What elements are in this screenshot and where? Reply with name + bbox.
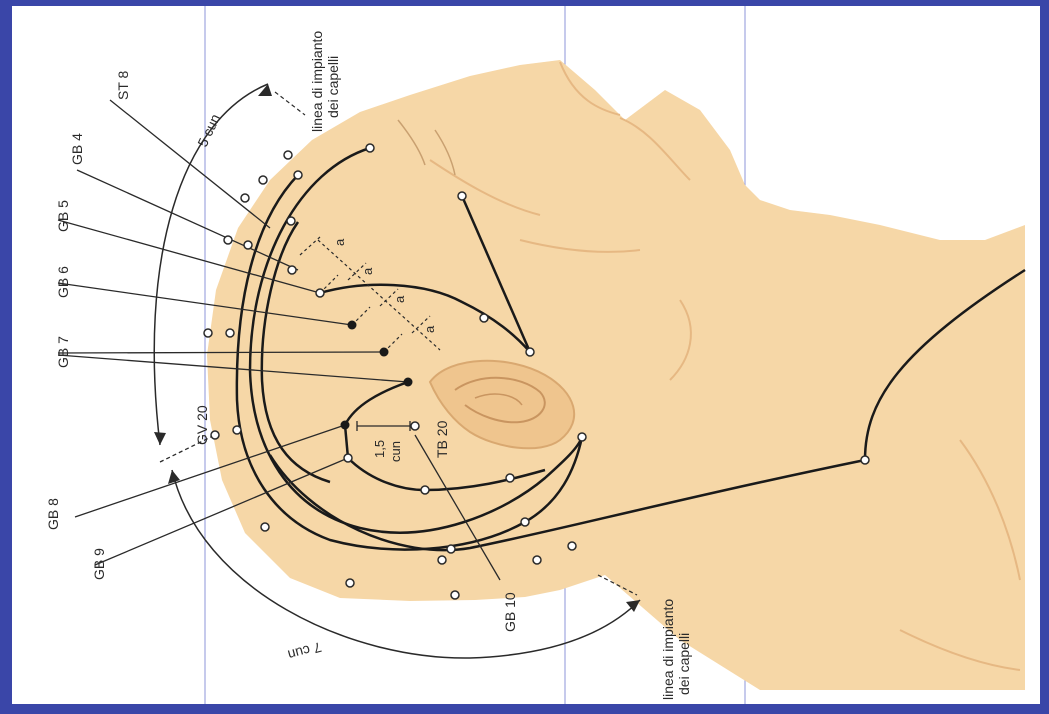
- label-gb8: GB 8: [45, 498, 61, 530]
- label-hairline-top-2: dei capelli: [325, 56, 341, 118]
- acupoint: [447, 545, 455, 553]
- acupoint: [294, 171, 302, 179]
- label-tb20: TB 20: [434, 420, 450, 458]
- acupoint: [287, 217, 295, 225]
- label-a-2: a: [360, 267, 375, 275]
- acupoint: [316, 289, 324, 297]
- acupoint: [226, 329, 234, 337]
- label-gb4: GB 4: [69, 133, 85, 165]
- acupoint: [261, 523, 269, 531]
- acupoint: [526, 348, 534, 356]
- acupoint: [284, 151, 292, 159]
- acupoint: [421, 486, 429, 494]
- acupoint: [578, 433, 586, 441]
- label-hairline-bottom-1: linea di impianto: [660, 599, 676, 700]
- acupoint: [346, 579, 354, 587]
- acupoint: [438, 556, 446, 564]
- acupoint: [411, 422, 419, 430]
- label-st8: ST 8: [115, 70, 131, 100]
- label-hairline-top-1: linea di impianto: [309, 31, 325, 132]
- acupoint: [506, 474, 514, 482]
- label-a-4: a: [422, 325, 437, 333]
- acupoint: [533, 556, 541, 564]
- acupoint: [204, 329, 212, 337]
- label-a-1: a: [332, 238, 347, 246]
- acupoint: [241, 194, 249, 202]
- label-hairline-bottom-2: dei capelli: [676, 633, 692, 695]
- label-gb7: GB 7: [55, 336, 71, 368]
- acupoint: [451, 591, 459, 599]
- acupoint-gb5: [348, 321, 357, 330]
- acupoint: [458, 192, 466, 200]
- acupoint-gb8: [341, 421, 350, 430]
- acupoint: [521, 518, 529, 526]
- label-gb9: GB 9: [91, 548, 107, 580]
- acupoint: [344, 454, 352, 462]
- acupoint: [259, 176, 267, 184]
- label-cun: cun: [388, 441, 403, 462]
- label-a-3: a: [392, 295, 407, 303]
- acupoint: [211, 431, 219, 439]
- acupoint: [244, 241, 252, 249]
- acupoint: [288, 266, 296, 274]
- label-gb10: GB 10: [502, 592, 518, 632]
- label-gb5: GB 5: [55, 200, 71, 232]
- label-gv20: GV 20: [194, 405, 210, 445]
- acupoint: [480, 314, 488, 322]
- acupoint: [366, 144, 374, 152]
- acupoint: [861, 456, 869, 464]
- label-gb6: GB 6: [55, 266, 71, 298]
- acupoint-gb7: [404, 378, 413, 387]
- acupoint-gb6: [380, 348, 389, 357]
- acupoint: [224, 236, 232, 244]
- label-15: 1,5: [372, 440, 387, 458]
- acupoint: [233, 426, 241, 434]
- acupoint: [568, 542, 576, 550]
